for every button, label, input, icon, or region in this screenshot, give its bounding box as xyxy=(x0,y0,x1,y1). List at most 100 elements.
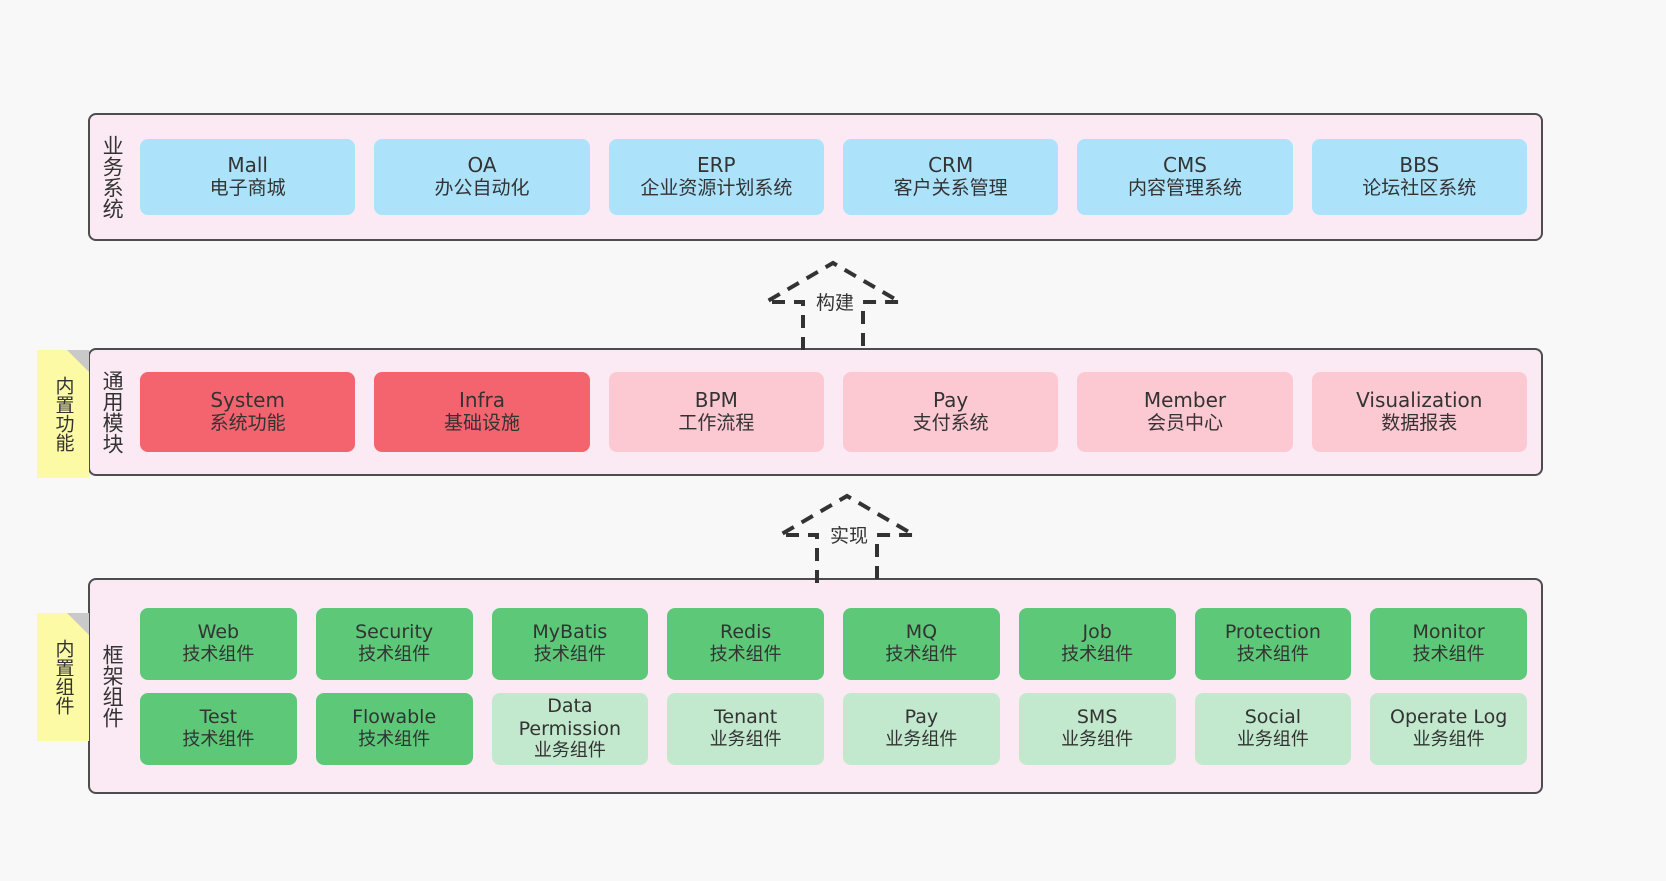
node-web[interactable]: Web 技术组件 xyxy=(140,607,297,680)
node-title: SMS xyxy=(1076,706,1118,729)
node-visualization[interactable]: Visualization 数据报表 xyxy=(1311,372,1527,452)
node-infra[interactable]: Infra 基础设施 xyxy=(374,372,590,452)
node-subtitle: 技术组件 xyxy=(533,643,606,665)
node-title: Member xyxy=(1143,387,1227,412)
node-title: OA xyxy=(467,152,497,177)
node-subtitle: 工作流程 xyxy=(678,412,755,435)
node-subtitle: 企业资源计划系统 xyxy=(640,177,793,200)
arrow-implement-label: 实现 xyxy=(828,525,871,547)
node-title: Mall xyxy=(227,152,268,177)
node-subtitle: 技术组件 xyxy=(358,728,431,750)
node-title: Data Permission xyxy=(518,695,622,740)
node-bpm[interactable]: BPM 工作流程 xyxy=(608,372,824,452)
node-data-permission[interactable]: Data Permission 业务组件 xyxy=(491,692,649,765)
node-oa[interactable]: OA 办公自动化 xyxy=(374,139,590,215)
node-title: MyBatis xyxy=(532,621,608,644)
node-protection[interactable]: Protection 技术组件 xyxy=(1194,607,1352,680)
node-mall[interactable]: Mall 电子商城 xyxy=(140,139,356,215)
node-subtitle: 技术组件 xyxy=(1061,643,1134,665)
arrow-implement: 实现 xyxy=(772,493,922,583)
sticky-note-label: 内置组件 xyxy=(52,639,75,715)
node-operate-log[interactable]: Operate Log 业务组件 xyxy=(1370,692,1527,765)
node-subtitle: 论坛社区系统 xyxy=(1362,177,1477,200)
node-subtitle: 业务组件 xyxy=(1412,728,1485,750)
node-subtitle: 客户关系管理 xyxy=(893,177,1008,200)
node-social[interactable]: Social 业务组件 xyxy=(1194,692,1352,765)
node-tenant[interactable]: Tenant 业务组件 xyxy=(667,692,824,765)
node-title: CRM xyxy=(928,152,974,177)
sticky-note-built-in-functions: 内置功能 xyxy=(37,350,89,478)
page-fold-icon xyxy=(67,613,89,635)
node-bbs[interactable]: BBS 论坛社区系统 xyxy=(1311,139,1527,215)
node-title: System xyxy=(210,387,285,412)
layer-body-business-systems: Mall 电子商城 OA 办公自动化 ERP 企业资源计划系统 CRM 客户关系… xyxy=(134,115,1541,239)
node-subtitle: 办公自动化 xyxy=(434,177,530,200)
node-subtitle: 数据报表 xyxy=(1381,412,1458,435)
node-subtitle: 会员中心 xyxy=(1146,412,1223,435)
node-subtitle: 技术组件 xyxy=(182,728,255,750)
node-system[interactable]: System 系统功能 xyxy=(140,372,356,452)
node-title: BPM xyxy=(694,387,738,412)
sticky-note-built-in-components: 内置组件 xyxy=(37,613,89,741)
page-fold-icon xyxy=(67,350,89,372)
layer-label-framework-components: 框架组件 xyxy=(100,644,125,728)
row-business-systems: Mall 电子商城 OA 办公自动化 ERP 企业资源计划系统 CRM 客户关系… xyxy=(140,139,1527,215)
node-redis[interactable]: Redis 技术组件 xyxy=(667,607,824,680)
node-subtitle: 业务组件 xyxy=(885,728,958,750)
layer-label-business-systems: 业务系统 xyxy=(100,135,125,219)
node-subtitle: 技术组件 xyxy=(182,643,255,665)
node-title: Monitor xyxy=(1412,621,1485,644)
layer-label-common-modules: 通用模块 xyxy=(100,370,125,454)
node-title: BBS xyxy=(1399,152,1440,177)
node-title: Social xyxy=(1244,706,1302,729)
node-flowable[interactable]: Flowable 技术组件 xyxy=(315,692,473,765)
node-subtitle: 基础设施 xyxy=(443,412,520,435)
node-title: Web xyxy=(197,621,240,644)
sticky-note-label: 内置功能 xyxy=(52,376,75,452)
node-member[interactable]: Member 会员中心 xyxy=(1077,372,1293,452)
node-subtitle: 技术组件 xyxy=(885,643,958,665)
node-title: Pay xyxy=(904,706,939,729)
arrow-build: 构建 xyxy=(758,260,908,350)
node-subtitle: 技术组件 xyxy=(709,643,782,665)
node-subtitle: 电子商城 xyxy=(209,177,286,200)
node-title: Pay xyxy=(933,387,969,412)
node-subtitle: 支付系统 xyxy=(912,412,989,435)
node-subtitle: 技术组件 xyxy=(358,643,431,665)
node-sms[interactable]: SMS 业务组件 xyxy=(1018,692,1176,765)
node-mybatis[interactable]: MyBatis 技术组件 xyxy=(491,607,649,680)
arrow-build-icon xyxy=(758,260,908,350)
node-title: Security xyxy=(355,621,434,644)
node-subtitle: 系统功能 xyxy=(209,412,286,435)
node-monitor[interactable]: Monitor 技术组件 xyxy=(1370,607,1527,680)
row-common-modules: System 系统功能 Infra 基础设施 BPM 工作流程 Pay 支付系统… xyxy=(140,372,1527,452)
row-technical-components: Web 技术组件 Security 技术组件 MyBatis 技术组件 Redi… xyxy=(140,607,1527,680)
node-subtitle: 技术组件 xyxy=(1412,643,1485,665)
node-title: Flowable xyxy=(352,706,437,729)
node-cms[interactable]: CMS 内容管理系统 xyxy=(1077,139,1293,215)
node-crm[interactable]: CRM 客户关系管理 xyxy=(842,139,1059,215)
node-pay-component[interactable]: Pay 业务组件 xyxy=(843,692,1000,765)
node-security[interactable]: Security 技术组件 xyxy=(315,607,473,680)
layer-common-modules: 通用模块 System 系统功能 Infra 基础设施 BPM 工作流程 Pay… xyxy=(88,348,1543,476)
node-title: Protection xyxy=(1224,621,1321,644)
node-title: Infra xyxy=(458,387,506,412)
node-mq[interactable]: MQ 技术组件 xyxy=(843,607,1000,680)
node-title: Job xyxy=(1082,621,1112,644)
node-test[interactable]: Test 技术组件 xyxy=(140,692,297,765)
node-title: MQ xyxy=(905,621,938,644)
node-pay-module[interactable]: Pay 支付系统 xyxy=(842,372,1059,452)
arrow-implement-icon xyxy=(772,493,922,583)
layer-body-framework-components: Web 技术组件 Security 技术组件 MyBatis 技术组件 Redi… xyxy=(134,580,1541,792)
node-title: Tenant xyxy=(714,706,778,729)
node-subtitle: 业务组件 xyxy=(709,728,782,750)
node-title: Redis xyxy=(719,621,772,644)
node-title: Operate Log xyxy=(1389,706,1508,729)
layer-business-systems: 业务系统 Mall 电子商城 OA 办公自动化 ERP 企业资源计划系统 CRM… xyxy=(88,113,1543,241)
node-subtitle: 业务组件 xyxy=(1061,728,1134,750)
node-job[interactable]: Job 技术组件 xyxy=(1018,607,1176,680)
node-subtitle: 技术组件 xyxy=(1236,643,1309,665)
node-erp[interactable]: ERP 企业资源计划系统 xyxy=(608,139,824,215)
arrow-build-label: 构建 xyxy=(814,292,857,314)
